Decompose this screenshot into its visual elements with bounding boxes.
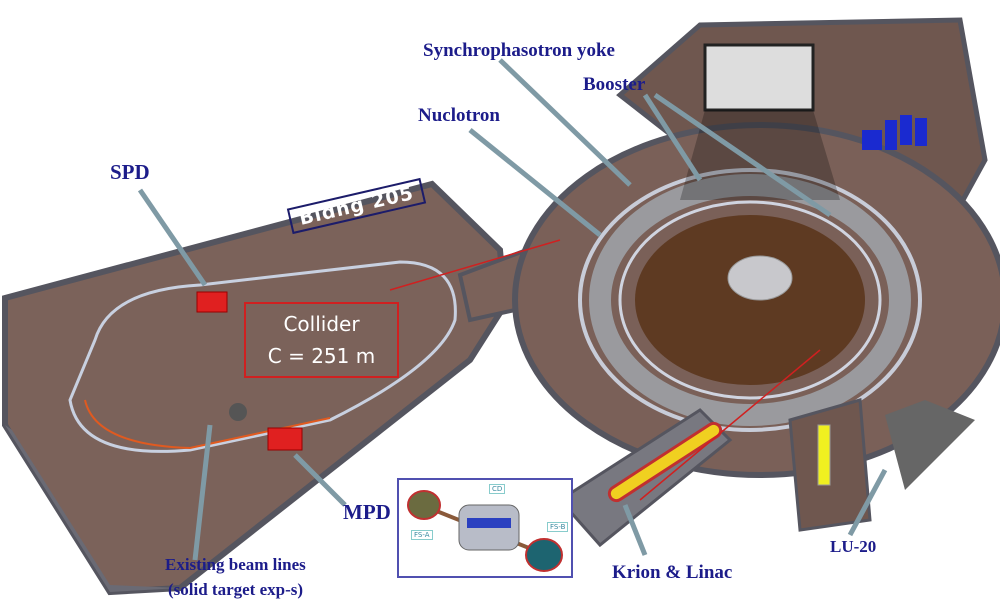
- collider-box: Collider C = 251 m: [244, 302, 399, 378]
- mpd-detector-inset: CD FS-A FS-B: [397, 478, 573, 578]
- central-pillar: [727, 255, 793, 301]
- inner-floor: [635, 215, 865, 385]
- injection-line: [389, 239, 561, 291]
- nuclotron-label: Nuclotron: [418, 105, 500, 126]
- booster-closeup: [703, 43, 815, 112]
- synchrophasotron-label: Synchrophasotron yoke: [423, 40, 615, 61]
- beam-lines-label: Existing beam lines: [165, 555, 306, 574]
- krion-linac-label: Krion & Linac: [612, 562, 733, 583]
- nuclotron-ring: [578, 168, 922, 432]
- linac-beam-line: [639, 349, 821, 501]
- spd-label: SPD: [110, 160, 150, 184]
- inset-cd-tag: CD: [489, 484, 506, 494]
- mpd-schematic: [407, 490, 563, 572]
- mpd-label: MPD: [343, 500, 391, 524]
- pointer-arrows: [137, 58, 888, 561]
- collider-title: Collider: [283, 312, 360, 336]
- building-205-wall: [5, 425, 180, 592]
- side-pit: [885, 400, 975, 490]
- lu20-tube: [817, 424, 831, 486]
- spd-detector: [196, 291, 228, 313]
- collider-circumference: C = 251 m: [267, 344, 376, 368]
- booster-ring: [618, 200, 882, 400]
- beam-lines-sublabel: (solid target exp-s): [168, 580, 304, 599]
- inset-fsa-tag: FS-A: [411, 530, 433, 540]
- synchrophasotron-yoke: [589, 174, 911, 426]
- collider-ring: [68, 260, 457, 453]
- inset-fsb-tag: FS-B: [547, 522, 569, 532]
- booster-label: Booster: [583, 74, 646, 95]
- mpd-detector: [267, 427, 303, 451]
- detector-blocks: [862, 115, 927, 150]
- lu20-label: LU-20: [830, 537, 877, 556]
- linac-tube: [607, 421, 723, 503]
